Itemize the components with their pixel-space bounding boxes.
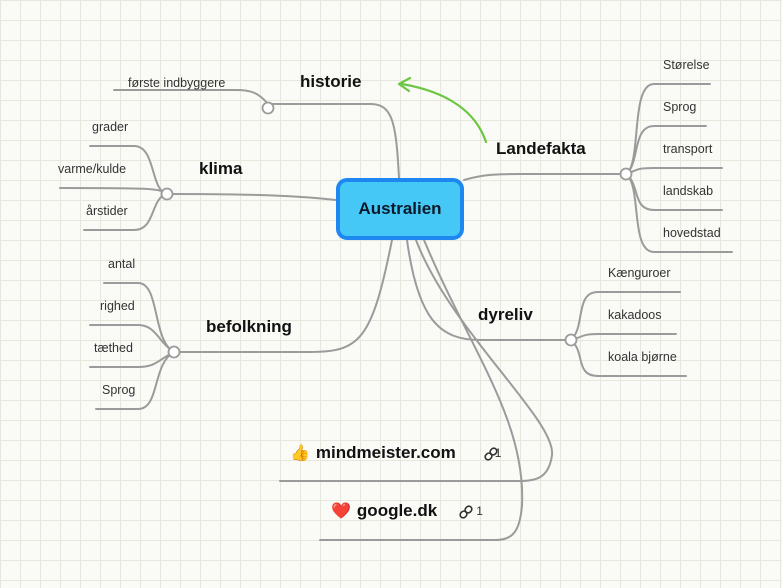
collapse-knob-klima <box>160 187 174 201</box>
connector-transport <box>625 167 723 175</box>
topic-klima[interactable]: klima <box>199 159 243 178</box>
topic-link-mindmeister[interactable]: 👍 mindmeister.com 1 <box>290 443 501 463</box>
connector-kakadoos <box>569 333 677 341</box>
topic-dyreliv[interactable]: dyreliv <box>478 305 533 324</box>
connector-klima <box>166 193 337 201</box>
root-node[interactable]: Australien <box>336 178 464 240</box>
connector-varme-kulde <box>59 187 168 195</box>
heart-icon: ❤️ <box>331 503 351 520</box>
leaf-righed[interactable]: righed <box>100 299 135 313</box>
collapse-knob-dyreliv <box>564 333 578 347</box>
leaf-første-indbyggere[interactable]: første indbyggere <box>128 76 226 90</box>
link-title[interactable]: google.dk <box>356 501 438 520</box>
leaf-koala-bjørne[interactable]: koala bjørne <box>608 350 677 364</box>
relation-arrow <box>397 76 488 144</box>
topic-befolkning[interactable]: befolkning <box>206 317 292 336</box>
connector-google <box>319 239 524 541</box>
leaf-størelse[interactable]: Størelse <box>663 58 710 72</box>
link-title[interactable]: mindmeister.com <box>315 443 456 462</box>
topic-link-google[interactable]: ❤️ google.dk 1 <box>331 501 483 521</box>
topic-landefakta[interactable]: Landefakta <box>496 139 586 158</box>
leaf-tæthed[interactable]: tæthed <box>94 341 133 355</box>
connector-første-indbyggere <box>113 89 269 105</box>
collapse-knob-historie <box>261 101 275 115</box>
thumbs-up-icon: 👍 <box>290 445 310 462</box>
leaf-varme-kulde[interactable]: varme/kulde <box>58 162 127 176</box>
connector-dyreliv <box>406 239 571 341</box>
leaf-sprog-befolkning[interactable]: Sprog <box>102 383 136 397</box>
connector-landefakta <box>463 173 627 181</box>
connector-mindmeister <box>279 239 554 482</box>
collapse-knob-befolkning <box>167 345 181 359</box>
connector-størelse <box>625 83 711 175</box>
link-count[interactable]: 1 <box>494 446 502 460</box>
leaf-sprog-landefakta[interactable]: Sprog <box>663 100 697 114</box>
connector-sprog-befolkning <box>95 351 175 410</box>
leaf-landskab[interactable]: landskab <box>663 184 714 198</box>
leaf-grader[interactable]: grader <box>92 120 129 134</box>
leaf-kakadoos[interactable]: kakadoos <box>608 308 662 322</box>
connector-befolkning <box>173 239 393 353</box>
topic-historie[interactable]: historie <box>300 72 362 91</box>
connector-historie <box>267 103 400 179</box>
leaf-transport[interactable]: transport <box>663 142 713 156</box>
leaf-antal[interactable]: antal <box>108 257 136 271</box>
connector-hovedstad <box>625 173 733 253</box>
leaf-kænguroer[interactable]: Kænguroer <box>608 266 671 280</box>
leaf-hovedstad[interactable]: hovedstad <box>663 226 721 240</box>
link-count[interactable]: 1 <box>476 504 483 518</box>
leaf-årstider[interactable]: årstider <box>86 204 128 218</box>
collapse-knob-landefakta <box>619 167 633 181</box>
